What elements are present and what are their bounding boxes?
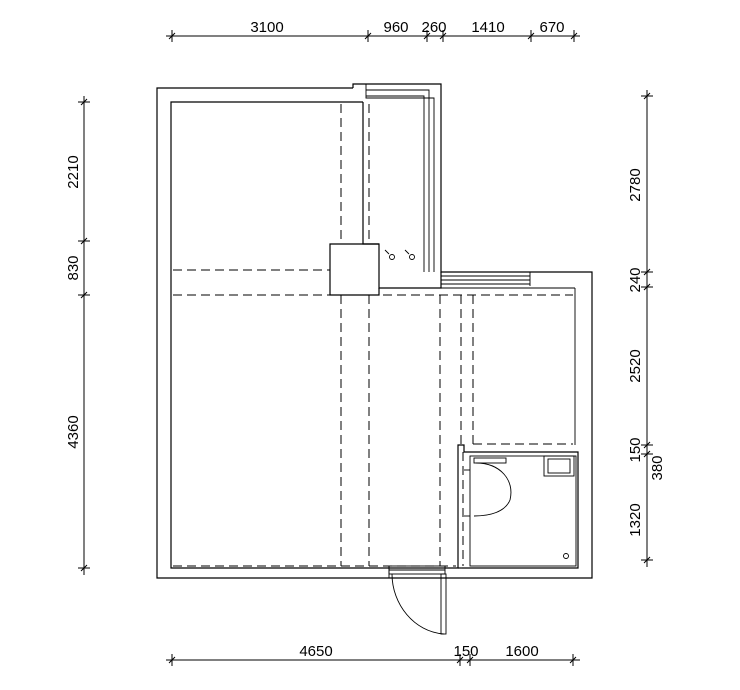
dim-label-right: 2780	[627, 168, 644, 201]
dim-label-top: 670	[539, 19, 564, 36]
dim-label-right: 380	[649, 455, 666, 480]
column-box	[329, 243, 380, 296]
dimension-lines	[78, 30, 653, 666]
fixture-mark-1	[384, 249, 390, 255]
dim-label-bottom: 1600	[505, 643, 538, 660]
dim-label-left: 2210	[65, 155, 82, 188]
column-wall	[362, 102, 442, 289]
dim-label-right: 2520	[627, 349, 644, 382]
entrance-door	[388, 565, 447, 635]
rail-line-3	[366, 95, 425, 272]
dim-label-left: 4360	[65, 415, 82, 448]
rail-line-1	[365, 84, 435, 272]
small-fixtures	[384, 249, 415, 260]
door-swing-arc	[391, 573, 445, 635]
door-leaf	[440, 573, 447, 635]
bathroom-room	[469, 455, 577, 567]
sink-outer	[543, 455, 575, 477]
inner-wall-outline	[170, 101, 579, 569]
dim-label-top: 1410	[471, 19, 504, 36]
dim-label-right: 240	[627, 267, 644, 292]
fixture-dot-1	[389, 254, 395, 260]
outer-wall-outline	[156, 83, 593, 579]
dimension-labels: 3100 960 260 1410 670 4650 150 1600 2210 830 4360 2…	[65, 19, 666, 660]
sink-inner	[547, 458, 571, 474]
dim-label-bottom: 4650	[299, 643, 332, 660]
floor-drain	[563, 553, 569, 559]
dim-label-right: 150	[627, 437, 644, 462]
dim-label-right: 1320	[627, 503, 644, 536]
dim-label-top: 3100	[250, 19, 283, 36]
dim-label-left: 830	[65, 255, 82, 280]
fixture-dot-2	[409, 254, 415, 260]
beam-lines	[173, 104, 573, 567]
dim-label-top: 260	[421, 19, 446, 36]
column-block	[329, 102, 576, 445]
rail-line-2	[366, 89, 430, 272]
balcony-railing	[365, 84, 531, 286]
bathroom	[464, 455, 577, 567]
exterior-walls	[156, 83, 593, 579]
fixture-mark-2	[404, 249, 410, 255]
dim-label-top: 960	[383, 19, 408, 36]
dim-label-bottom: 150	[453, 643, 478, 660]
door-swing-bath	[473, 462, 512, 517]
door-leaf-bath	[473, 457, 507, 464]
